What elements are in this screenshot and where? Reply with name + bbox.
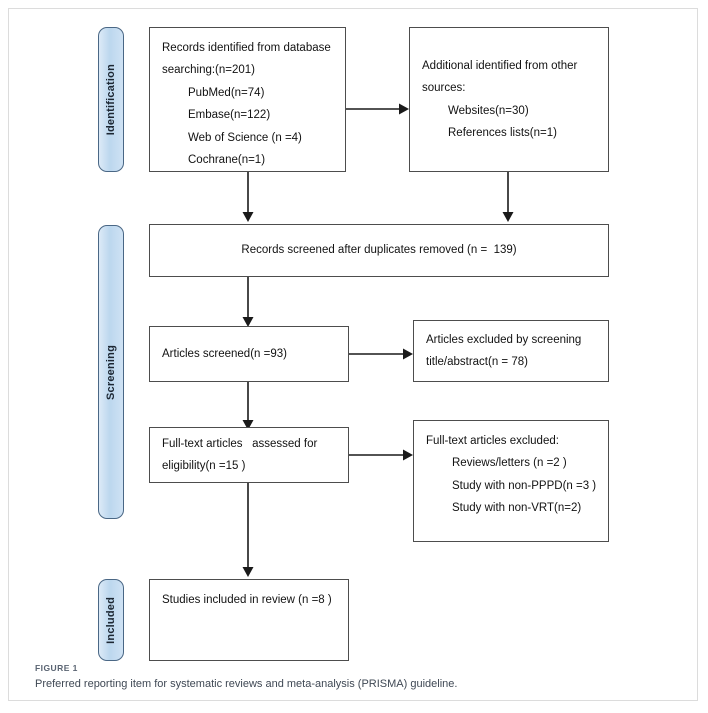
prisma-flow-diagram: Identification Screening Included Record…: [9, 9, 699, 661]
box-line: Full-text articles assessed for: [162, 437, 318, 450]
box-line: sources:: [422, 82, 466, 95]
arrow-screened-down: [242, 277, 254, 327]
box-line: eligibility(n =15 ): [162, 460, 246, 472]
box-line: Cochrane(n=1): [188, 154, 266, 167]
box-line: Articles screened(n =93): [162, 347, 287, 360]
phase-bar-screening: Screening: [98, 225, 124, 519]
box-fulltext-excluded: Full-text articles excluded: Reviews/let…: [413, 420, 609, 542]
arrow-additional-down: [502, 172, 514, 222]
box-line: Studies included in review: [162, 594, 295, 606]
box-line: Records identified from database: [162, 42, 331, 54]
arrow-screened-to-excluded: [349, 348, 413, 360]
box-line: Study with non-PPPD(n =3 ): [452, 479, 597, 492]
arrow-fulltext-down: [242, 483, 254, 577]
box-line: References lists(n=1): [448, 126, 557, 139]
arrow-fulltext-to-excluded: [349, 449, 413, 461]
box-articles-excluded: Articles excluded by screening title/abs…: [413, 320, 609, 382]
box-line: Web of Science (n =4): [188, 131, 302, 144]
arrow-identified-to-additional: [346, 103, 409, 115]
box-line: Full-text articles excluded:: [426, 435, 559, 447]
arrow-articles-down: [242, 382, 254, 430]
box-line: Articles excluded by screening: [426, 333, 582, 346]
box-line: Additional identified from other: [422, 59, 578, 72]
box-articles-screened: Articles screened(n =93): [149, 326, 349, 382]
figure-caption-label: FIGURE 1: [35, 663, 78, 673]
phase-label-included: Included: [105, 596, 117, 644]
box-line: Websites(n=30): [448, 104, 529, 117]
box-line: title/abstract(n = 78): [426, 356, 528, 368]
box-fulltext-assessed: Full-text articles assessed for eligibil…: [149, 427, 349, 483]
figure-frame: Identification Screening Included Record…: [8, 8, 698, 701]
phase-bar-included: Included: [98, 579, 124, 661]
phase-label-identification: Identification: [105, 63, 117, 136]
arrow-identified-down: [242, 172, 254, 222]
box-line: Embase(n=122): [188, 109, 271, 122]
box-records-screened: Records screened after duplicates remove…: [149, 224, 609, 277]
box-line: searching:(n=201): [162, 64, 256, 77]
phase-label-screening: Screening: [105, 344, 117, 400]
box-additional-identified: Additional identified from other sources…: [409, 27, 609, 172]
figure-caption-text: Preferred reporting item for systematic …: [35, 678, 458, 690]
box-studies-included: Studies included in review (n =8 ): [149, 579, 349, 661]
phase-bar-identification: Identification: [98, 27, 124, 172]
figure-caption: FIGURE 1 Preferred reporting item for sy…: [35, 663, 675, 692]
box-line: Study with non-VRT(n=2): [452, 502, 582, 515]
box-line: Records screened after duplicates remove…: [241, 244, 517, 257]
box-line: PubMed(n=74): [188, 86, 265, 99]
box-line: Reviews/letters (n =2 ): [452, 457, 567, 470]
box-line: (n =8 ): [298, 594, 332, 606]
box-records-identified: Records identified from database searchi…: [149, 27, 346, 172]
